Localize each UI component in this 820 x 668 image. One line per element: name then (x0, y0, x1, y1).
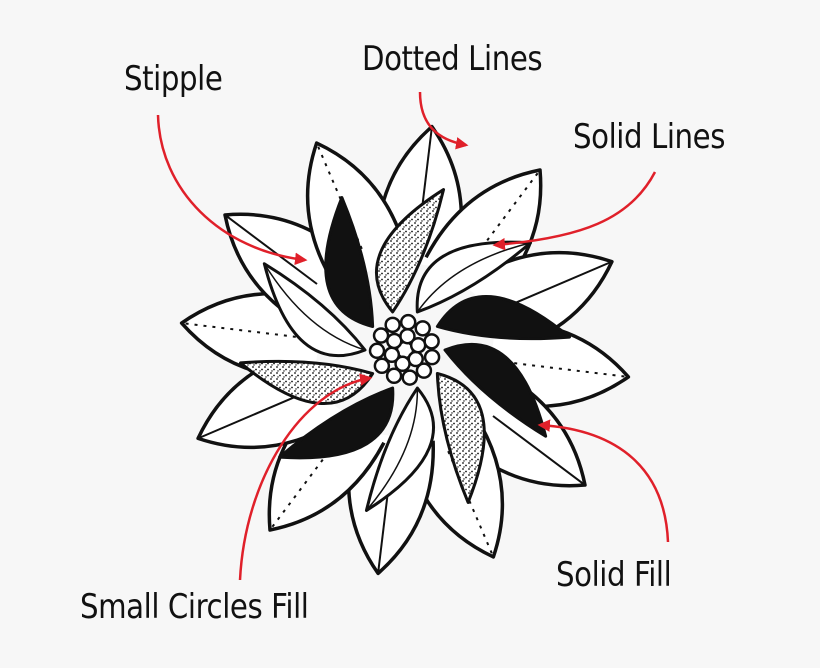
label-solid-fill: Solid Fill (556, 555, 672, 595)
dotted-lines-arrow (418, 91, 469, 150)
stipple-arrow (156, 114, 308, 266)
solid-fill-petal (324, 196, 375, 328)
petal-line (416, 242, 531, 313)
center-circle (409, 336, 427, 354)
center-circle (385, 367, 403, 385)
center-circle (401, 369, 419, 386)
dotted-vein (181, 322, 296, 338)
center-circle (368, 342, 386, 360)
center-circle (423, 333, 440, 350)
solid-vein (224, 214, 318, 285)
solid-vein (197, 392, 305, 440)
petal-line (365, 388, 419, 511)
center-circle (415, 362, 433, 379)
center-circle (414, 320, 431, 337)
center-circle (399, 313, 417, 331)
center-circle (394, 355, 411, 373)
solid-vein (492, 415, 586, 486)
label-stipple: Stipple (124, 59, 223, 99)
center-circle (386, 332, 403, 350)
stipple-petal (239, 359, 375, 405)
solid-lines-arrow (492, 171, 657, 251)
label-dotted-lines: Dotted Lines (362, 39, 543, 79)
solid-vein (505, 260, 613, 308)
solid-fill-arrow (537, 419, 670, 543)
center-circle (373, 357, 391, 375)
center-circle (384, 316, 401, 334)
solid-fill-petal (435, 295, 571, 341)
stipple-petal (375, 188, 446, 314)
center-circles (368, 313, 441, 386)
label-solid-lines: Solid Lines (573, 117, 726, 157)
stipple-petal (435, 372, 486, 504)
small-circles-arrow (238, 373, 373, 581)
center-circle (423, 348, 441, 366)
swirl-petals (239, 188, 571, 512)
label-small-circles-fill: Small Circles Fill (80, 587, 309, 627)
dotted-vein (514, 362, 629, 378)
petal-line (263, 263, 366, 351)
solid-fill-petal (443, 342, 548, 438)
solid-fill-petal (278, 386, 395, 460)
center-circle (372, 327, 390, 344)
